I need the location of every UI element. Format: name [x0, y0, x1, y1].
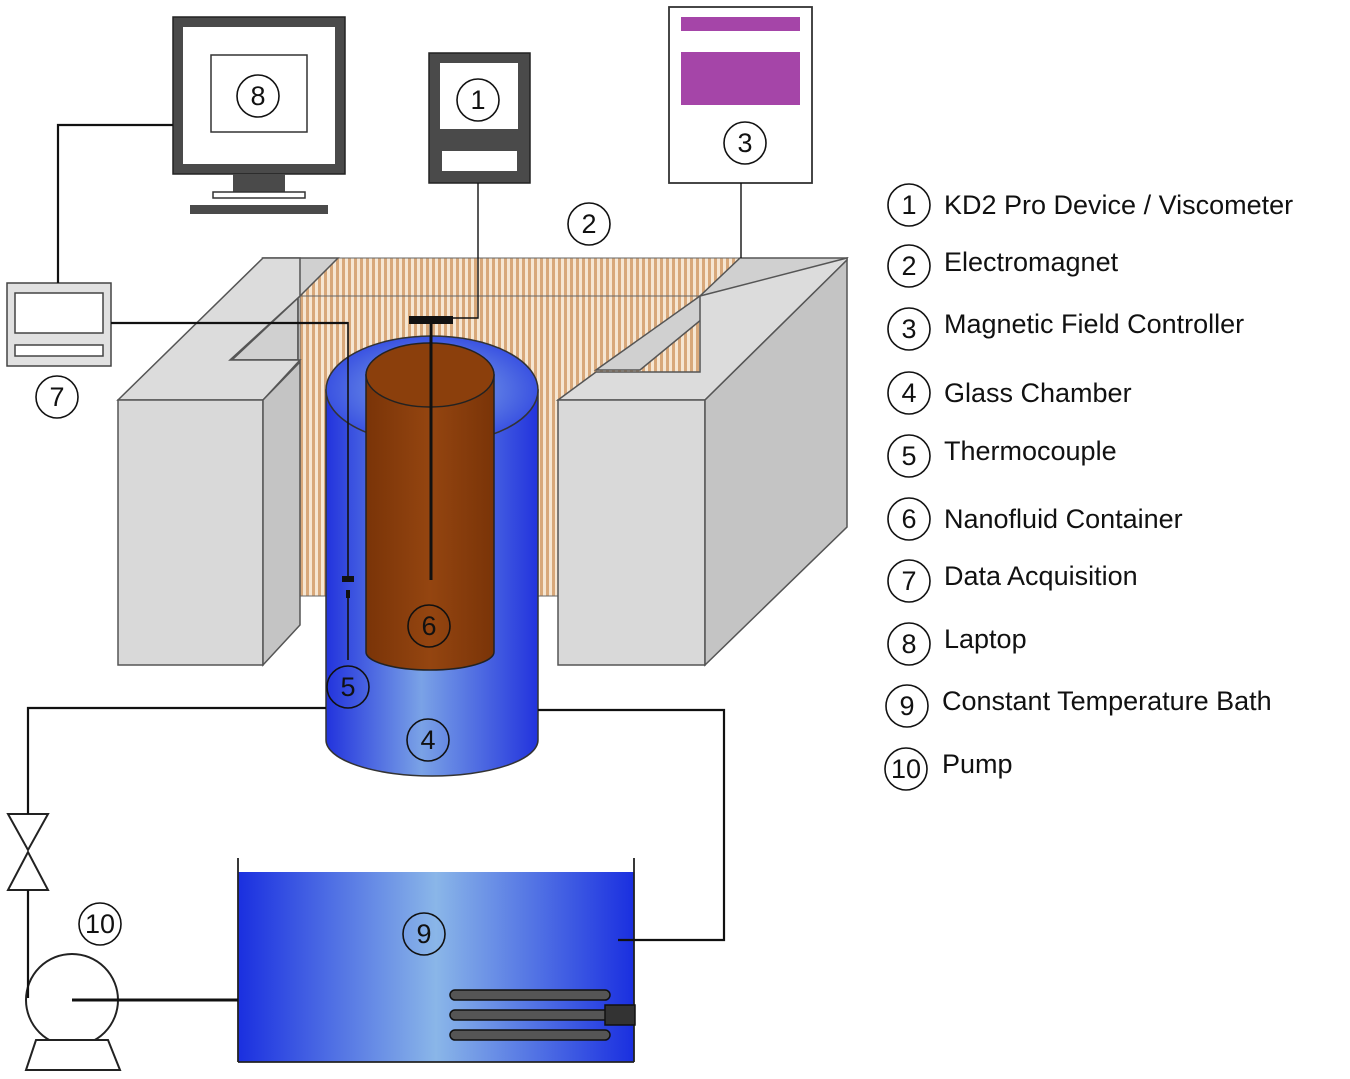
svg-text:Electromagnet: Electromagnet: [944, 247, 1119, 277]
callout-5: 5: [326, 665, 370, 709]
svg-text:Data Acquisition: Data Acquisition: [944, 561, 1138, 591]
svg-text:Constant Temperature Bath: Constant Temperature Bath: [942, 686, 1272, 716]
svg-text:5: 5: [340, 672, 355, 702]
callout-10: 10: [78, 902, 122, 946]
constant-temperature-bath: [237, 858, 636, 1063]
callout-7: 7: [35, 375, 79, 419]
svg-text:Nanofluid Container: Nanofluid Container: [944, 504, 1183, 534]
legend-item-4: 4 Glass Chamber: [887, 371, 1132, 415]
kd2-pro-device: [428, 52, 531, 184]
data-acquisition-unit: [6, 282, 112, 367]
callout-4: 4: [406, 718, 450, 762]
svg-text:5: 5: [901, 441, 916, 471]
svg-text:Laptop: Laptop: [944, 624, 1027, 654]
laptop: [172, 16, 346, 214]
legend-item-3: 3 Magnetic Field Controller: [887, 307, 1244, 351]
svg-text:1: 1: [901, 190, 916, 220]
thermocouple-probe: [342, 322, 354, 660]
legend-item-5: 5 Thermocouple: [887, 434, 1117, 478]
callout-1: 1: [456, 78, 500, 122]
svg-text:6: 6: [421, 611, 436, 641]
svg-text:Pump: Pump: [942, 749, 1013, 779]
svg-text:KD2 Pro Device / Viscometer: KD2 Pro Device / Viscometer: [944, 190, 1293, 220]
svg-text:9: 9: [416, 919, 431, 949]
svg-text:Glass Chamber: Glass Chamber: [944, 378, 1132, 408]
callout-9: 9: [402, 912, 446, 956]
svg-text:10: 10: [891, 754, 921, 784]
svg-text:10: 10: [85, 909, 115, 939]
svg-text:3: 3: [737, 128, 752, 158]
svg-text:8: 8: [901, 629, 916, 659]
svg-text:Thermocouple: Thermocouple: [944, 436, 1117, 466]
callout-3: 3: [723, 121, 767, 165]
heater-coil: [449, 989, 636, 1041]
svg-text:4: 4: [901, 378, 916, 408]
callout-2: 2: [567, 202, 611, 246]
legend-item-10: 10 Pump: [884, 747, 1013, 791]
svg-text:3: 3: [901, 314, 916, 344]
svg-text:8: 8: [250, 81, 265, 111]
legend: 1 KD2 Pro Device / Viscometer 2 Electrom…: [884, 183, 1293, 791]
svg-text:1: 1: [470, 85, 485, 115]
svg-text:4: 4: [420, 725, 435, 755]
callout-6: 6: [407, 604, 451, 648]
svg-text:2: 2: [901, 251, 916, 281]
connections: [26, 123, 742, 1002]
legend-item-2: 2 Electromagnet: [887, 244, 1119, 288]
kd2-probe: [409, 316, 453, 580]
svg-text:Magnetic Field Controller: Magnetic Field Controller: [944, 309, 1244, 339]
legend-item-6: 6 Nanofluid Container: [887, 497, 1183, 541]
legend-item-1: 1 KD2 Pro Device / Viscometer: [887, 183, 1293, 227]
svg-text:6: 6: [901, 504, 916, 534]
valve: [6, 813, 50, 891]
legend-item-7: 7 Data Acquisition: [887, 559, 1138, 603]
svg-text:9: 9: [899, 691, 914, 721]
svg-text:7: 7: [901, 566, 916, 596]
callout-8: 8: [236, 74, 280, 118]
magnetic-field-controller: [668, 6, 813, 184]
svg-text:2: 2: [581, 209, 596, 239]
legend-item-9: 9 Constant Temperature Bath: [885, 684, 1272, 728]
legend-item-8: 8 Laptop: [887, 622, 1027, 666]
pump: [24, 953, 122, 1071]
svg-text:7: 7: [49, 382, 64, 412]
